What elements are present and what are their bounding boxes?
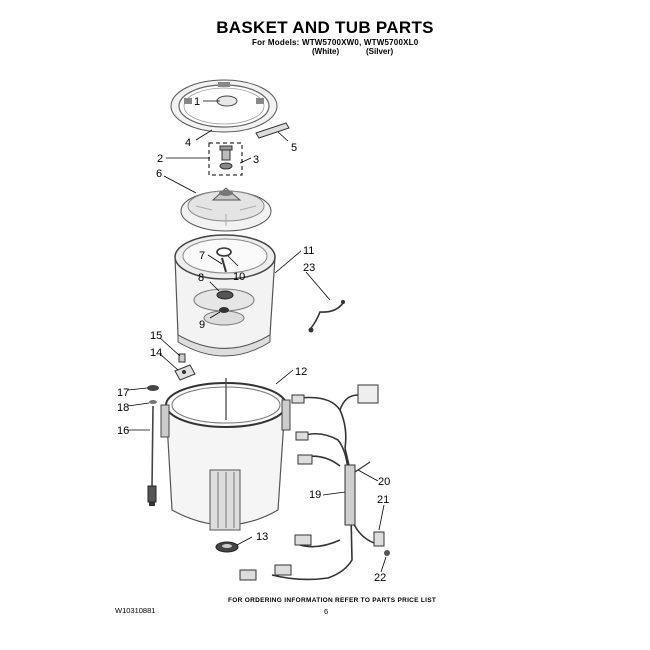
callout-17: 17	[117, 387, 129, 399]
parts-2-3-group-box	[208, 142, 243, 176]
callout-1: 1	[194, 96, 200, 108]
part-5-strip	[255, 122, 290, 139]
callout-6: 6	[156, 168, 162, 180]
part-19-sleeve	[344, 464, 356, 526]
part-8-hub	[216, 290, 234, 300]
callout-9: 9	[199, 319, 205, 331]
part-2-bolt	[219, 145, 233, 161]
part-6-impeller	[180, 187, 272, 232]
callout-4: 4	[185, 137, 191, 149]
callout-21: 21	[377, 494, 389, 506]
part-3-washer	[219, 162, 233, 170]
part-10-spring	[216, 247, 232, 257]
color-white-label: (White)	[312, 47, 340, 56]
ordering-note: FOR ORDERING INFORMATION REFER TO PARTS …	[228, 597, 437, 604]
callout-7: 7	[199, 250, 205, 262]
color-silver-label: (Silver)	[366, 47, 394, 56]
part-20-cable	[354, 461, 371, 473]
callout-8: 8	[198, 272, 204, 284]
part-15-screw	[178, 353, 186, 363]
callout-11: 11	[303, 245, 314, 257]
callout-labels: 1 4 5 2 3 6 7 10 8 9 11 23 15 14 12 17 1…	[117, 96, 390, 584]
callout-19: 19	[309, 489, 321, 501]
callout-13: 13	[256, 531, 268, 543]
callout-22: 22	[374, 572, 386, 584]
part-16-suspension-rod	[147, 405, 157, 506]
document-number: W10310881	[115, 606, 156, 615]
part-22-screw	[384, 550, 390, 556]
callout-15: 15	[150, 330, 162, 342]
wire-harness	[239, 384, 381, 581]
part-21-clip	[373, 531, 385, 547]
part-18-washer	[149, 400, 157, 404]
part-9-nut	[219, 307, 229, 313]
callout-14: 14	[150, 347, 162, 359]
callout-20: 20	[378, 476, 390, 488]
part-17-cap	[147, 385, 159, 391]
models-line: For Models: WTW5700XW0, WTW5700XL0	[252, 38, 419, 47]
callout-2: 2	[157, 153, 163, 165]
leader-lines	[127, 100, 387, 573]
part-13-seal	[215, 541, 239, 553]
callout-18: 18	[117, 402, 129, 414]
callout-12: 12	[295, 366, 307, 378]
part-7-pin	[221, 257, 227, 273]
part-14-bracket	[174, 364, 196, 381]
page-title: BASKET AND TUB PARTS	[216, 18, 434, 37]
callout-23: 23	[303, 262, 315, 274]
callout-16: 16	[117, 425, 129, 437]
callout-3: 3	[253, 154, 259, 166]
callout-10: 10	[233, 271, 245, 283]
callout-5: 5	[291, 142, 297, 154]
part-23-hose	[308, 300, 345, 333]
part-12-outer-tub	[160, 378, 291, 531]
page-number: 6	[324, 607, 329, 616]
